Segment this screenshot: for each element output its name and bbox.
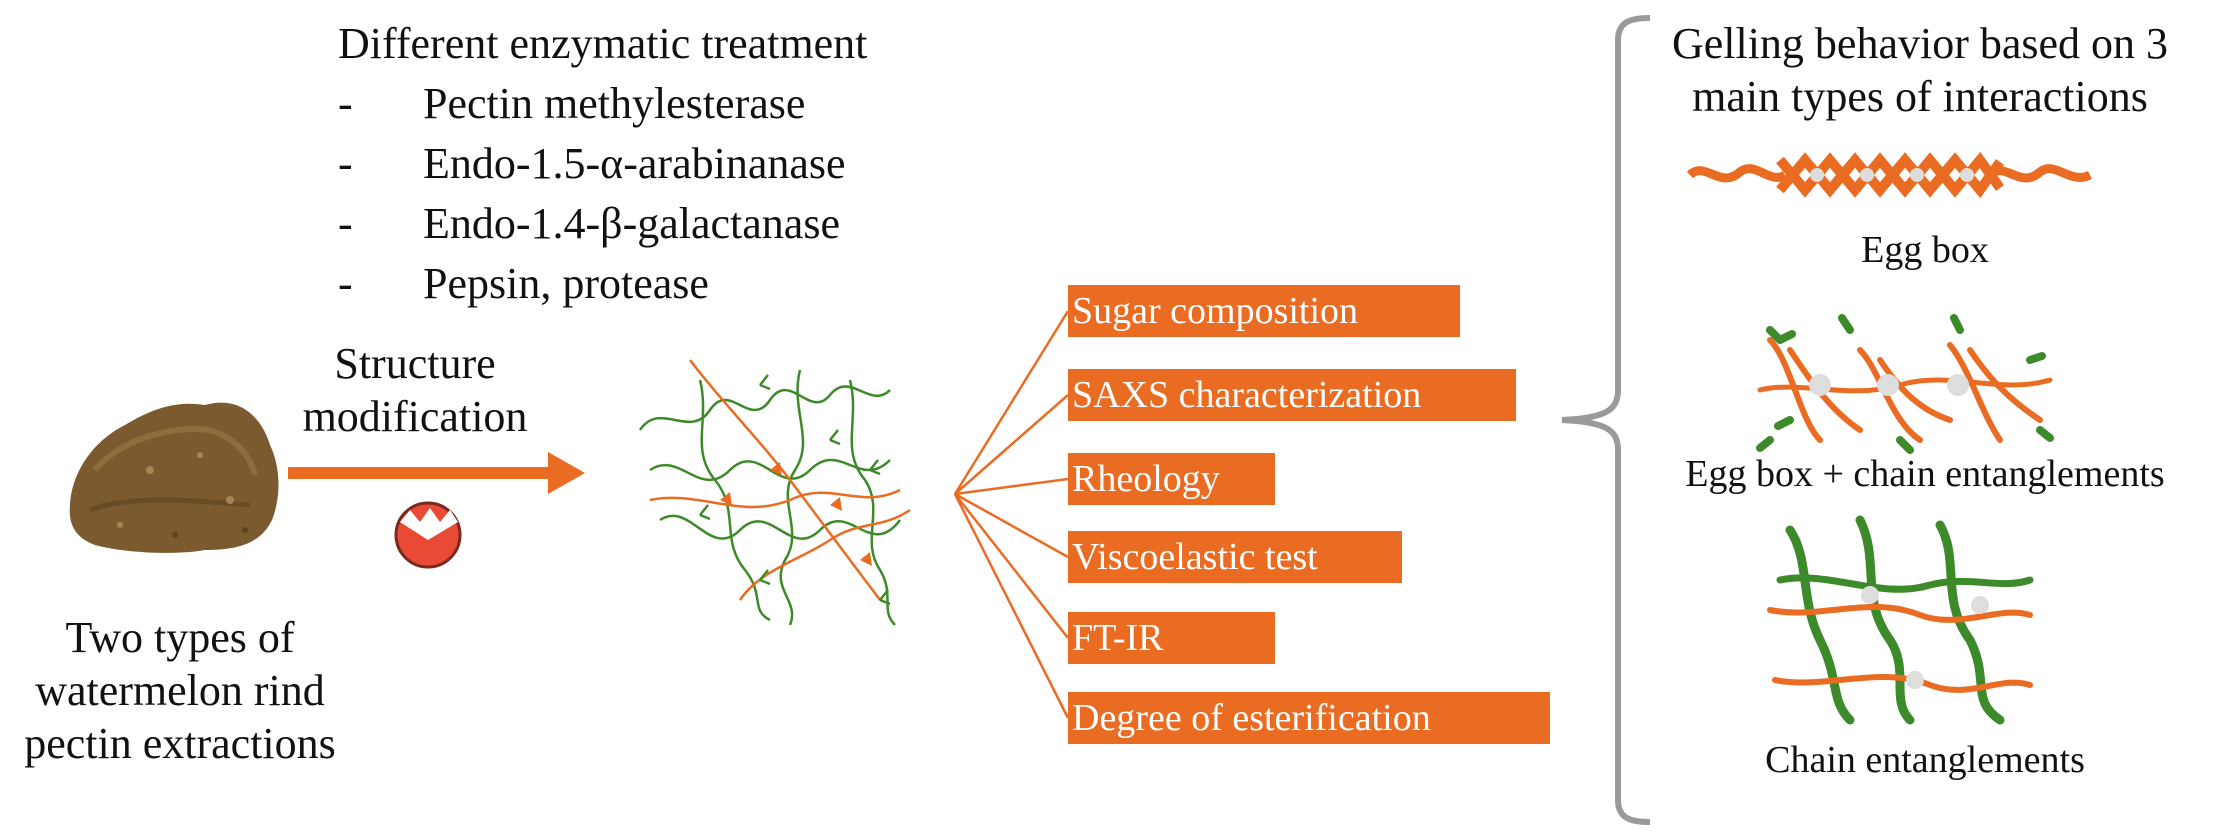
enzyme-item: -Endo-1.4-β-galactanase [338,199,840,248]
enzyme-item: -Pepsin, protease [338,259,709,308]
enzyme-item: -Pectin methylesterase [338,79,806,128]
analysis-saxs: SAXS characterization [1068,369,1516,421]
gelling-type-label: Chain entanglements [1765,739,2085,781]
analysis-connectors [953,310,1070,719]
structure-modification-label: Structure modification [302,339,528,441]
analysis-viscoelastic: Viscoelastic test [1068,531,1402,583]
modification-arrow [288,452,585,494]
egg-box-icon [1686,151,2093,199]
pectin-powder-image [69,402,279,553]
gelling-type-label: Egg box + chain entanglements [1685,453,2165,495]
analysis-ftir: FT-IR [1068,612,1275,664]
analysis-esterification: Degree of esterification [1068,692,1550,744]
enzyme-icon [394,501,462,569]
source-label: Two types of watermelon rind pectin extr… [24,613,336,768]
pectin-network-icon [638,359,911,626]
analysis-sugar-composition: Sugar composition [1068,285,1460,337]
gelling-title: Gelling behavior based on 3 main types o… [1671,19,2169,121]
treatment-title: Different enzymatic treatment [338,19,868,68]
gelling-brace [1561,15,1651,825]
enzyme-item: -Endo-1.5-α-arabinanase [338,139,846,188]
network-arrowheads [720,462,872,566]
analysis-rheology: Rheology [1068,453,1275,505]
gelling-type-label: Egg box [1861,229,1989,271]
chain-entanglement-icon [1767,515,2034,725]
egg-box-entanglement-icon [1756,314,2054,454]
